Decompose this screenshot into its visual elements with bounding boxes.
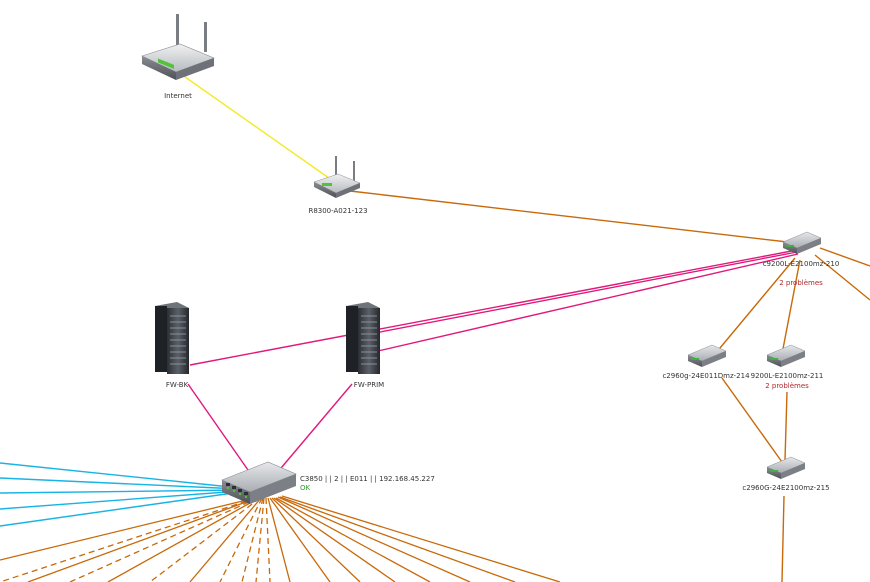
access-link[interactable] (0, 491, 241, 527)
link-c2960-214-c2960-215[interactable] (721, 377, 783, 463)
c3850-switch[interactable] (221, 461, 297, 504)
link-internet-r8300[interactable] (177, 71, 337, 184)
downlink[interactable] (275, 497, 431, 582)
c9200-211-switch[interactable] (766, 344, 806, 367)
c3850-label: C3850 | | 2 | | E011 | | 192.168.45.227 (300, 475, 435, 483)
downlink[interactable] (27, 497, 258, 582)
router-icon (141, 14, 215, 80)
router-icon (313, 156, 361, 198)
c2960-214-switch[interactable] (687, 344, 727, 367)
c9200-211-label: 9200L-E2100mz-211 (750, 372, 824, 380)
c9200-210-label: c9200L-E2100mz-210 (762, 260, 840, 268)
link-c9200-211-c2960-215[interactable] (784, 391, 788, 461)
downlink[interactable] (189, 497, 262, 582)
downlink[interactable] (265, 497, 271, 582)
link-c9200-210-out-1[interactable] (819, 247, 870, 267)
link-fwbk-c9200-210[interactable] (189, 249, 798, 366)
access-link[interactable] (0, 477, 241, 490)
link-c2960-215-out[interactable] (781, 495, 785, 582)
links (0, 71, 870, 582)
downlink[interactable] (277, 496, 471, 582)
c3850-status: OK (300, 484, 311, 492)
c9200-211-status: 2 problèmes (765, 382, 809, 390)
link-r8300-c9200-210[interactable] (349, 190, 797, 244)
internet-router[interactable] (141, 14, 215, 80)
link-c9200-210-c9200-211[interactable] (781, 259, 801, 355)
r8300-label: R8300-A021-123 (308, 207, 368, 215)
link-fwprim-c3850[interactable] (275, 383, 353, 475)
fw-bk-node[interactable] (155, 302, 189, 374)
downlink[interactable] (273, 497, 396, 582)
downlink[interactable] (69, 497, 259, 582)
downlink[interactable] (149, 497, 261, 582)
downlink[interactable] (107, 497, 260, 582)
fw-prim-label: FW-PRIM (353, 381, 385, 389)
c2960-215-label: c2960G-24E2100mz-215 (742, 484, 830, 492)
c2960-215-switch[interactable] (766, 456, 806, 479)
r8300-router[interactable] (313, 156, 361, 198)
link-fwprim-c9200-210-b[interactable] (377, 253, 799, 352)
server-rack-icon (155, 302, 189, 374)
fw-bk-label: FW-BK (165, 381, 189, 389)
link-c9200-210-c2960-214[interactable] (709, 257, 796, 361)
link-c9200-210-out-2[interactable] (814, 254, 870, 301)
server-rack-icon (346, 302, 380, 374)
access-links (0, 462, 241, 527)
switch-icon (766, 344, 806, 367)
access-link[interactable] (0, 462, 241, 489)
c9200-210-switch[interactable] (782, 231, 822, 254)
switch-icon (687, 344, 727, 367)
downlink[interactable] (219, 497, 263, 582)
c9200-210-status: 2 problèmes (779, 279, 823, 287)
access-link[interactable] (0, 490, 241, 510)
c3850-downlinks (0, 495, 561, 582)
downlink[interactable] (269, 497, 331, 582)
downlink[interactable] (267, 497, 291, 582)
internet-label: Internet (164, 92, 192, 100)
downlink[interactable] (279, 496, 516, 582)
switch-icon (221, 461, 297, 504)
downlink[interactable] (271, 497, 361, 582)
downlink[interactable] (0, 497, 256, 561)
link-fwbk-c3850[interactable] (187, 383, 249, 471)
switch-icon (766, 456, 806, 479)
downlink[interactable] (0, 497, 257, 582)
fw-prim-node[interactable] (346, 302, 380, 374)
downlink[interactable] (255, 497, 265, 582)
downlink[interactable] (241, 497, 264, 582)
link-fwprim-c9200-210-a[interactable] (374, 251, 798, 334)
downlink[interactable] (281, 495, 561, 582)
switch-icon (782, 231, 822, 254)
access-link[interactable] (0, 489, 241, 494)
c2960-214-label: c2960g-24E011Dmz-214 (662, 372, 750, 380)
